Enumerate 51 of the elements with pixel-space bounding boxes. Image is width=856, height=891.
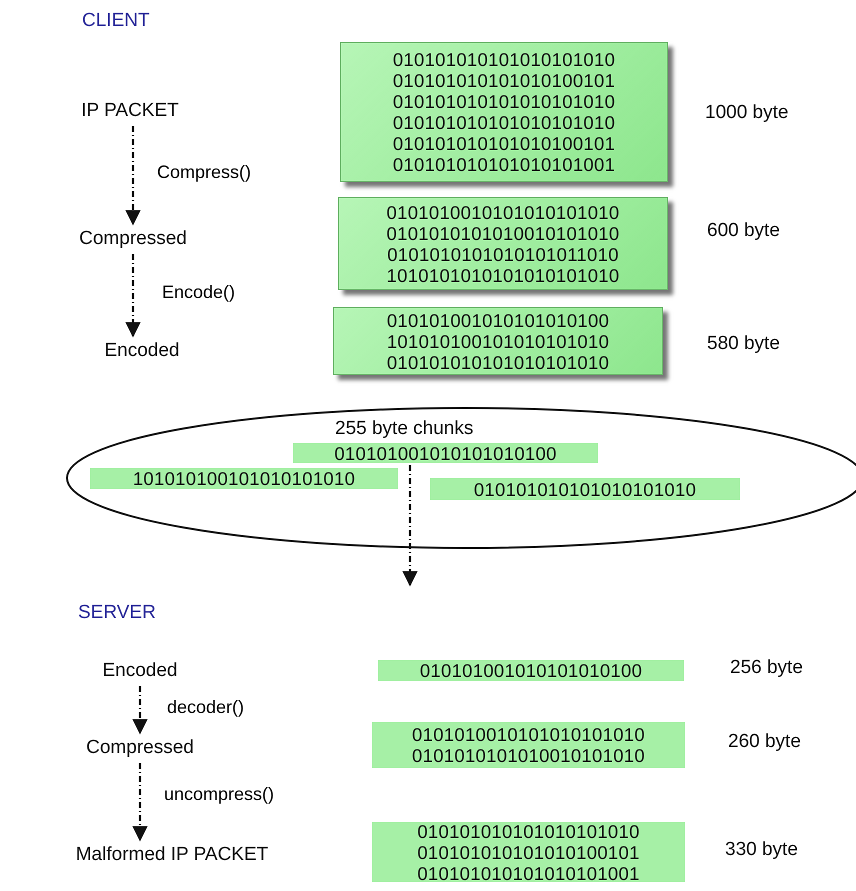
binary-row: 101010100101010101010: [386, 330, 610, 352]
ellipse-title: 255 byte chunks: [335, 418, 474, 440]
step-label: Encoded: [102, 660, 178, 682]
binary-row: 010101010101010100101: [417, 842, 640, 862]
step-label: IP PACKET: [81, 100, 179, 122]
binary-data-block: [372, 822, 685, 882]
size-label: 260 byte: [728, 731, 801, 753]
binary-data-block: [90, 468, 398, 489]
binary-data-block: [378, 660, 684, 681]
size-label: 1000 byte: [705, 102, 788, 124]
binary-row: 0101010010101010101010: [386, 202, 620, 222]
binary-row: 101010100101010101010: [132, 468, 356, 489]
binary-row: 010101010101010101010: [474, 478, 696, 500]
binary-row: 010101001010101010100: [334, 442, 557, 464]
binary-row: 010101001010101010100: [420, 660, 642, 681]
binary-row: 010101010101010101001: [417, 862, 640, 884]
binary-data-block: [430, 478, 740, 500]
dashed-arrow: [132, 763, 148, 842]
binary-row: 010101010101010101010: [392, 49, 616, 70]
binary-row: 0101010101010101011010: [387, 244, 619, 264]
binary-row: 0101010101010010101010: [386, 222, 620, 244]
size-label: 256 byte: [730, 657, 803, 679]
binary-row: 010101010101010100101: [392, 70, 616, 91]
binary-row: 010101010101010101010: [392, 112, 616, 133]
binary-row: 1010101010101010101010: [386, 264, 620, 286]
dashed-arrow: [125, 254, 141, 338]
binary-row: 010101010101010101010: [417, 820, 640, 842]
binary-row: 0101010010101010101010: [412, 724, 645, 745]
binary-data-card: [340, 42, 668, 182]
binary-row: 010101001010101010100: [386, 310, 610, 330]
section-heading: SERVER: [78, 602, 156, 624]
binary-data-card: [338, 197, 668, 290]
binary-data-card: [333, 307, 663, 375]
step-label: Compressed: [79, 228, 187, 250]
binary-row: 010101010101010101010: [386, 352, 610, 372]
binary-row: 0101010101010010101010: [412, 745, 645, 766]
step-label: Compressed: [86, 737, 194, 759]
binary-data-block: [372, 722, 685, 768]
step-label: Encoded: [104, 340, 180, 362]
size-label: 580 byte: [707, 333, 780, 355]
step-label: Malformed IP PACKET: [76, 844, 268, 866]
size-label: 330 byte: [725, 839, 798, 861]
binary-row: 010101010101010100101: [392, 133, 616, 154]
binary-data-block: [293, 443, 598, 463]
size-label: 600 byte: [707, 220, 780, 242]
dashed-arrow: [132, 686, 148, 735]
dashed-arrow: [402, 465, 418, 587]
binary-row: 010101010101010101001: [392, 154, 616, 175]
dashed-arrow: [125, 126, 141, 226]
section-heading: CLIENT: [82, 10, 150, 32]
binary-row: 010101010101010101010: [392, 91, 616, 112]
